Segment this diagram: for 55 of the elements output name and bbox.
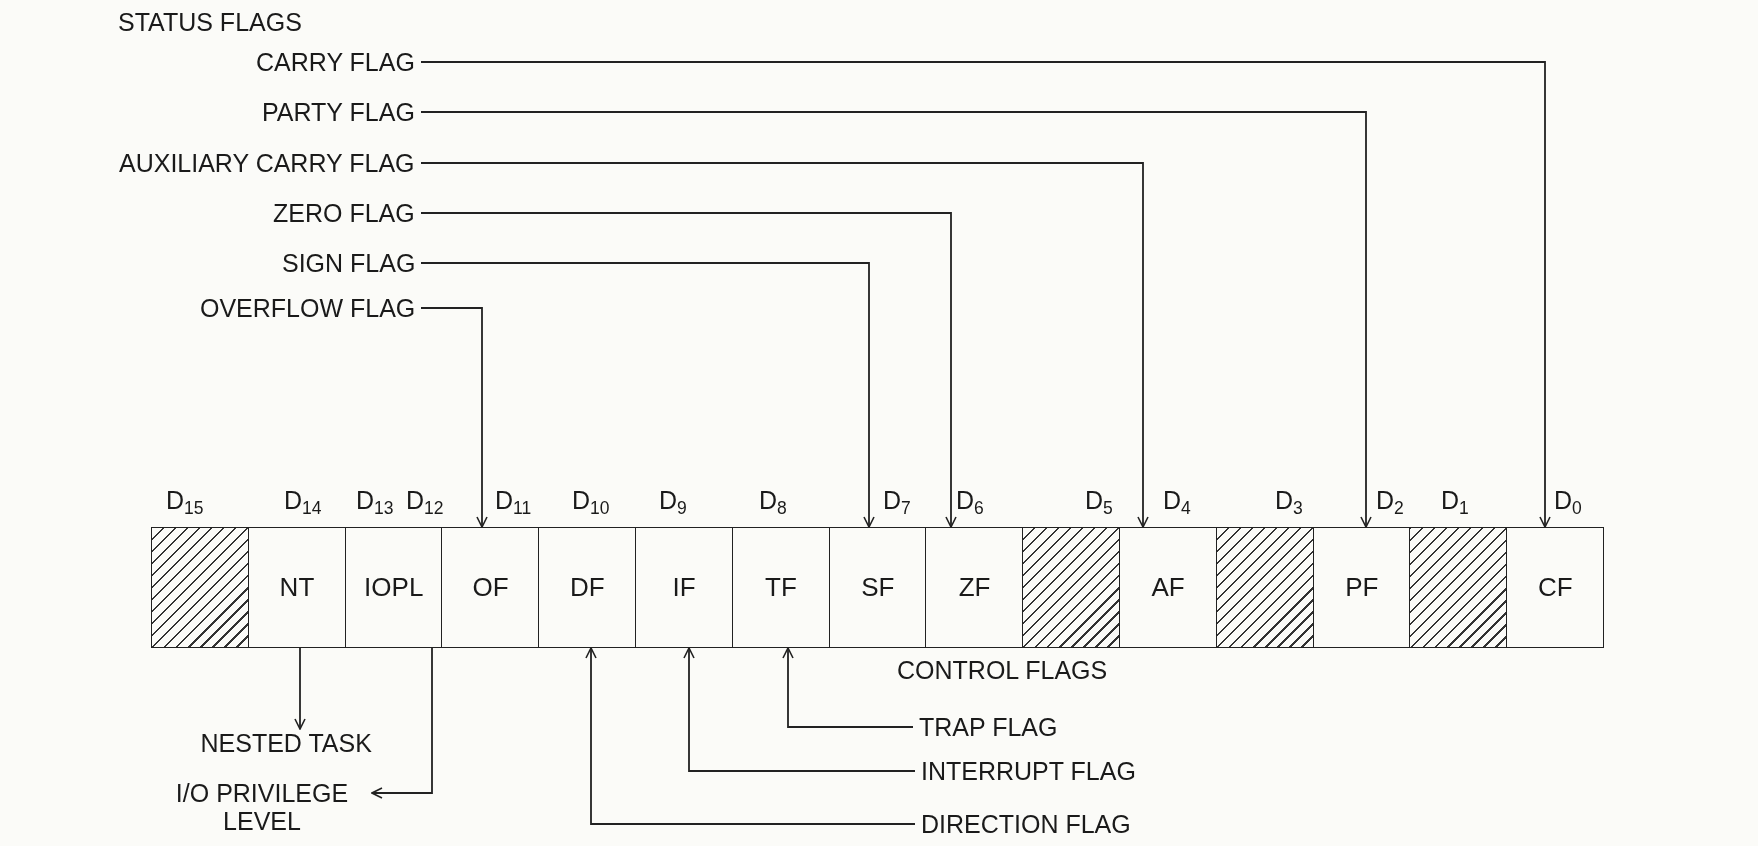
flag-label: TRAP FLAG	[919, 713, 1058, 741]
flag-bit: NT	[247, 527, 347, 648]
flag-bit: TF	[731, 527, 831, 648]
flag-label: I/O PRIVILEGE LEVEL	[154, 779, 370, 835]
flag-bit: PF	[1312, 527, 1411, 648]
bit-number: D$_{13}$	[356, 486, 394, 514]
arrow	[294, 647, 306, 730]
reserved-bit	[1022, 527, 1121, 648]
bit-number: D$_{9}$	[659, 486, 687, 514]
bit-number: D$_{12}$	[406, 486, 444, 514]
bit-number: D$_{7}$	[883, 486, 911, 514]
arrow	[782, 647, 914, 728]
arrow	[420, 61, 1551, 528]
flag-bit: ZF	[925, 527, 1024, 648]
bit-number: D$_{8}$	[759, 486, 787, 514]
arrow	[420, 111, 1372, 528]
bit-number: D$_{4}$	[1163, 486, 1191, 514]
group-heading: CONTROL FLAGS	[897, 656, 1108, 684]
flag-bit: SF	[828, 527, 927, 648]
arrow	[585, 647, 916, 825]
flag-label: DIRECTION FLAG	[921, 810, 1131, 838]
arrow	[371, 647, 433, 799]
bit-number: D$_{0}$	[1554, 486, 1582, 514]
group-heading: STATUS FLAGS	[118, 8, 302, 36]
arrow	[420, 262, 875, 528]
flag-bit: AF	[1119, 527, 1218, 648]
flag-label: AUXILIARY CARRY FLAG	[119, 149, 415, 177]
bit-number: D$_{14}$	[284, 486, 322, 514]
reserved-bit	[1409, 527, 1508, 648]
flag-label: PARTY FLAG	[262, 98, 415, 126]
bit-number: D$_{15}$	[166, 486, 204, 514]
flag-bit: IF	[635, 527, 734, 648]
arrow	[420, 162, 1149, 528]
flag-label: SIGN FLAG	[282, 249, 416, 277]
bit-number: D$_{11}$	[495, 486, 532, 514]
bit-number: D$_{3}$	[1275, 486, 1303, 514]
bit-number: D$_{5}$	[1085, 486, 1113, 514]
bit-number: D$_{6}$	[956, 486, 984, 514]
arrow	[420, 307, 488, 528]
bit-number: D$_{2}$	[1376, 486, 1404, 514]
arrow	[420, 212, 957, 528]
reserved-bit	[151, 527, 250, 648]
flag-label: ZERO FLAG	[273, 199, 415, 227]
flag-label: NESTED TASK	[200, 729, 372, 757]
flag-label: CARRY FLAG	[256, 48, 415, 76]
reserved-bit	[1215, 527, 1315, 648]
flag-label: OVERFLOW FLAG	[200, 294, 416, 322]
bit-number: D$_{1}$	[1441, 486, 1469, 514]
flag-bit: DF	[538, 527, 637, 648]
bit-number: D$_{10}$	[572, 486, 610, 514]
flag-bit: CF	[1506, 527, 1605, 648]
flag-label: INTERRUPT FLAG	[921, 757, 1136, 785]
flag-bit: OF	[441, 527, 540, 648]
arrow	[683, 647, 916, 772]
flag-bit: IOPL	[344, 527, 443, 648]
